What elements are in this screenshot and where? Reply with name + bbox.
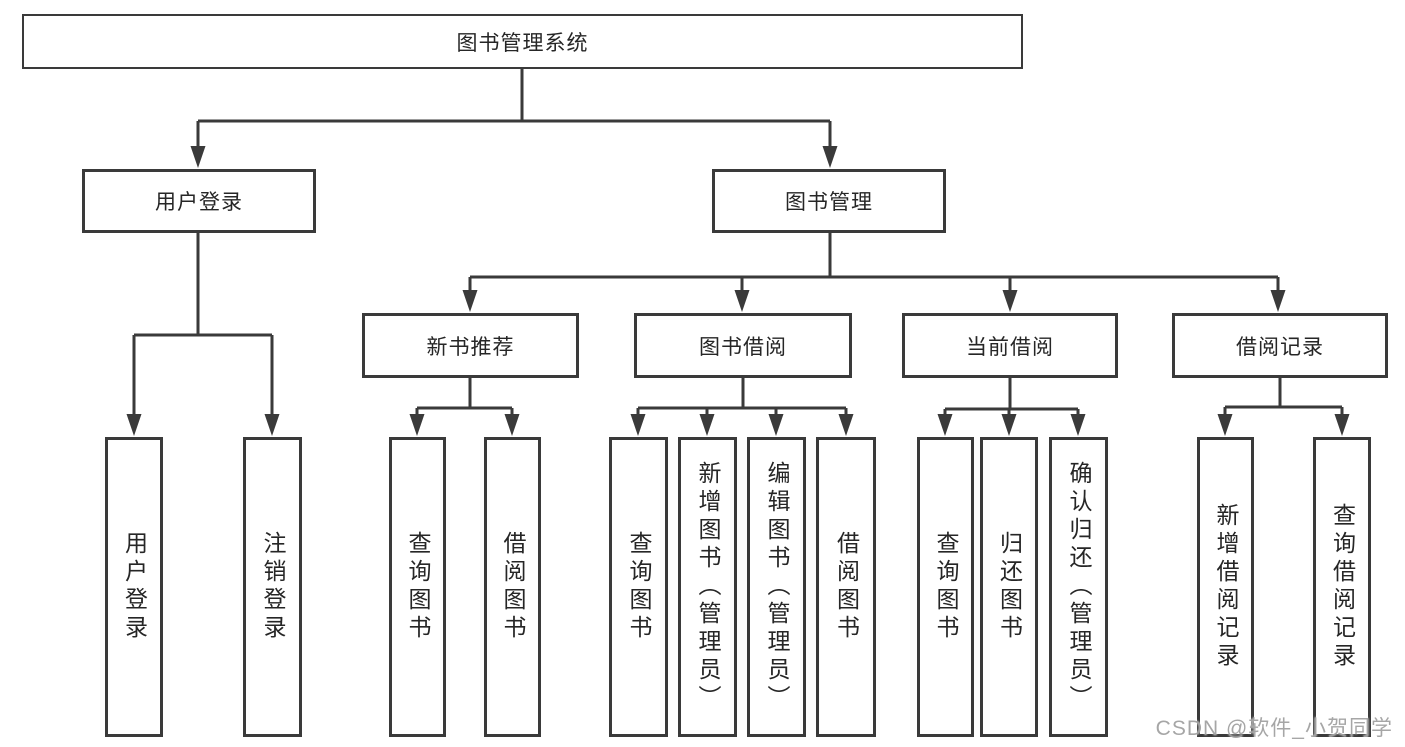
node-leaf-rec-borrow-books: 借阅图书 (484, 437, 541, 737)
node-leaf-edit-books-admin: 编辑图书（管理员） (747, 437, 806, 737)
node-leaf-borrow-books: 借阅图书 (816, 437, 876, 737)
node-book-borrowing: 图书借阅 (634, 313, 852, 378)
node-leaf-query-borrow-record: 查询借阅记录 (1313, 437, 1371, 737)
node-leaf-borrow-query-books: 查询图书 (609, 437, 668, 737)
node-user-login: 用户登录 (82, 169, 316, 233)
node-book-management: 图书管理 (712, 169, 946, 233)
node-leaf-confirm-return-admin: 确认归还（管理员） (1049, 437, 1108, 737)
node-library-management-system: 图书管理系统 (22, 14, 1023, 69)
node-borrowing-records: 借阅记录 (1172, 313, 1388, 378)
node-leaf-rec-query-books: 查询图书 (389, 437, 446, 737)
node-leaf-add-books-admin: 新增图书（管理员） (678, 437, 737, 737)
node-new-book-recommend: 新书推荐 (362, 313, 579, 378)
connector-lines (132, 69, 1344, 416)
arrowheads (126, 146, 1350, 436)
node-leaf-return-books: 归还图书 (980, 437, 1038, 737)
node-leaf-user-login: 用户登录 (105, 437, 163, 737)
watermark: CSDN @软件_小贺同学 (1155, 717, 1393, 740)
node-leaf-add-borrow-record: 新增借阅记录 (1197, 437, 1254, 737)
node-leaf-current-query-books: 查询图书 (917, 437, 974, 737)
node-leaf-logout: 注销登录 (243, 437, 302, 737)
node-current-borrowing: 当前借阅 (902, 313, 1118, 378)
